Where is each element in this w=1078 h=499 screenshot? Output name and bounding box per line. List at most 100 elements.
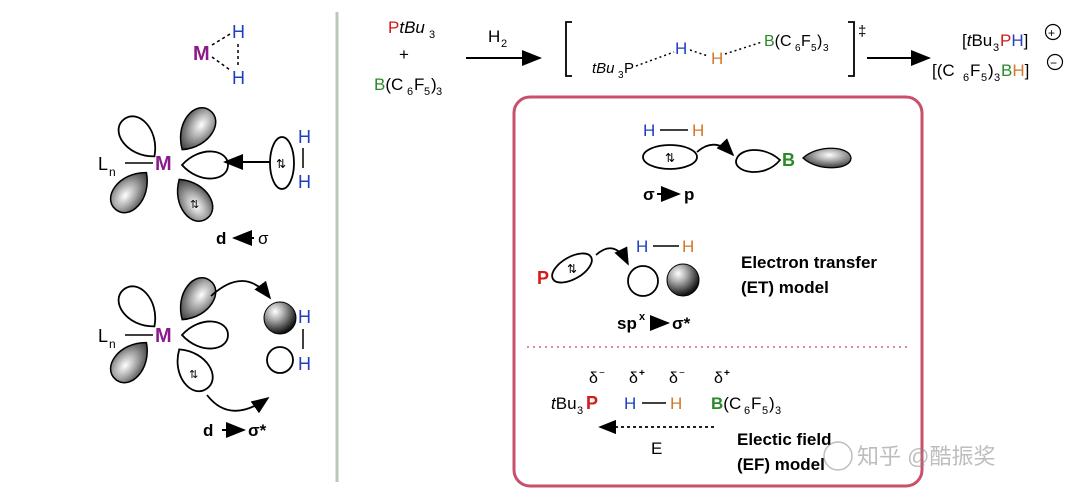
svg-text:M: M [155, 325, 172, 347]
svg-text:H: H [670, 394, 682, 413]
svg-text:): ) [988, 61, 994, 80]
hydrogen-atom-top: H [232, 22, 245, 42]
sigma-star-lobe-open [627, 265, 659, 297]
svg-text:3: 3 [436, 86, 442, 98]
et-model-subtitle: (ET) model [741, 278, 829, 297]
svg-text:B(C: B(C [711, 394, 741, 413]
svg-text:δ: δ [629, 370, 638, 387]
svg-text:n: n [109, 337, 116, 351]
svg-text:H: H [682, 237, 694, 256]
electron-transfer-arrow [595, 246, 629, 266]
plus-sign: + [399, 45, 409, 64]
svg-text:tBu: tBu [551, 394, 577, 413]
svg-text:H: H [711, 49, 723, 68]
transition-state: tBu 3 P H H B(C 6 F 5 ) 3 ‡ [565, 21, 866, 81]
d-sigma-label: d σ [216, 229, 269, 248]
open-lobe [180, 150, 229, 180]
et-model-title: Electron transfer [741, 253, 877, 272]
svg-text:): ) [817, 33, 822, 50]
model-box [512, 95, 924, 488]
svg-text:F: F [801, 33, 811, 50]
svg-text:−: − [679, 368, 685, 379]
svg-text:H: H [624, 394, 636, 413]
svg-text:σ: σ [258, 229, 269, 248]
reactants: PtBu 3 + B(C 6 F 5 ) 3 [374, 18, 442, 98]
d-sigma-donation: ⇅ L n M ⇅ H H d σ [98, 107, 311, 248]
d-sigma-star-label: d σ* [203, 421, 267, 440]
svg-text:σ: σ [643, 185, 655, 204]
hydrogen-atom-bottom: H [232, 68, 245, 88]
svg-text:P: P [586, 393, 598, 413]
svg-text:3: 3 [823, 43, 829, 54]
svg-text:3: 3 [994, 72, 1000, 84]
backdonation-arrow [210, 280, 272, 300]
svg-text:x: x [639, 311, 646, 323]
svg-text:H: H [488, 27, 500, 46]
open-lobe [117, 115, 157, 158]
metal-atom: M [155, 153, 172, 175]
svg-text:PtBu: PtBu [388, 18, 425, 37]
phosphorus-atom: P [537, 268, 549, 288]
hydrogen-atom: H [298, 127, 311, 147]
products: [tBu 3 PH] + [(C 6 F 5 ) 3 BH] − [932, 23, 1064, 84]
svg-text:H: H [692, 121, 704, 140]
svg-text:): ) [769, 394, 775, 413]
field-label: E [651, 439, 662, 458]
svg-text:3: 3 [618, 70, 624, 81]
sigma-star-lobe-filled [666, 263, 700, 297]
svg-text:H: H [298, 307, 311, 327]
ef-model-subtitle: (EF) model [737, 455, 825, 474]
svg-text:−: − [599, 368, 605, 379]
svg-text:L: L [98, 326, 108, 346]
svg-text:3: 3 [775, 405, 781, 417]
sigma-star-lobe-filled [263, 301, 297, 335]
svg-text:p: p [684, 185, 694, 204]
svg-text:5: 5 [424, 86, 430, 98]
sigma-bond-orbital [642, 144, 698, 170]
backdonation-arrow [206, 394, 270, 414]
h2-arrow: H 2 [466, 27, 542, 66]
svg-text:3: 3 [993, 42, 999, 54]
svg-text:+: + [724, 368, 730, 379]
svg-text:6: 6 [744, 405, 750, 417]
double-dagger: ‡ [858, 23, 866, 40]
svg-text:6: 6 [407, 86, 413, 98]
d-sigma-star-backdonation: ⇅ L n M H H d σ* [98, 277, 311, 440]
svg-text:H: H [298, 354, 311, 374]
hydrogen-atom: H [298, 172, 311, 192]
svg-text:PH]: PH] [1000, 31, 1028, 50]
ligand-label: L [98, 154, 108, 174]
svg-text:6: 6 [963, 72, 969, 84]
electron-pair: ⇅ [567, 262, 577, 276]
p-orbital-empty-lobe [735, 149, 782, 173]
metal-atom: M [193, 43, 210, 65]
svg-text:H: H [636, 237, 648, 256]
svg-text:δ: δ [589, 370, 598, 387]
svg-text:H: H [643, 121, 655, 140]
electron-pair: ⇅ [276, 157, 286, 171]
svg-text:6: 6 [795, 43, 801, 54]
sigma-to-p-panel: H H ⇅ B σ p [642, 121, 852, 204]
boron-atom: B [782, 150, 795, 170]
svg-text:−: − [1050, 56, 1057, 70]
svg-text:B(C: B(C [374, 75, 403, 94]
svg-text:F: F [751, 394, 761, 413]
electron-pair: ⇅ [665, 151, 675, 165]
filled-lobe [179, 107, 217, 151]
svg-text:[(C: [(C [932, 61, 955, 80]
svg-text:3: 3 [577, 405, 583, 417]
svg-text:F: F [414, 75, 424, 94]
svg-text:+: + [639, 368, 645, 379]
svg-text:[tBu: [tBu [962, 31, 992, 50]
svg-text:): ) [431, 75, 437, 94]
svg-text:δ: δ [669, 370, 678, 387]
svg-text:H: H [675, 39, 687, 58]
svg-text:BH]: BH] [1001, 61, 1029, 80]
sigma-complex: M H H [193, 22, 245, 88]
ef-model-title: Electic field [737, 430, 831, 449]
ef-model-panel: δ − δ + δ − δ + tBu 3 P H H B(C 6 F 5 ) … [551, 368, 831, 474]
donation-arrow [696, 138, 735, 157]
electron-pair: ⇅ [190, 199, 199, 211]
electron-pair: ⇅ [189, 369, 198, 381]
